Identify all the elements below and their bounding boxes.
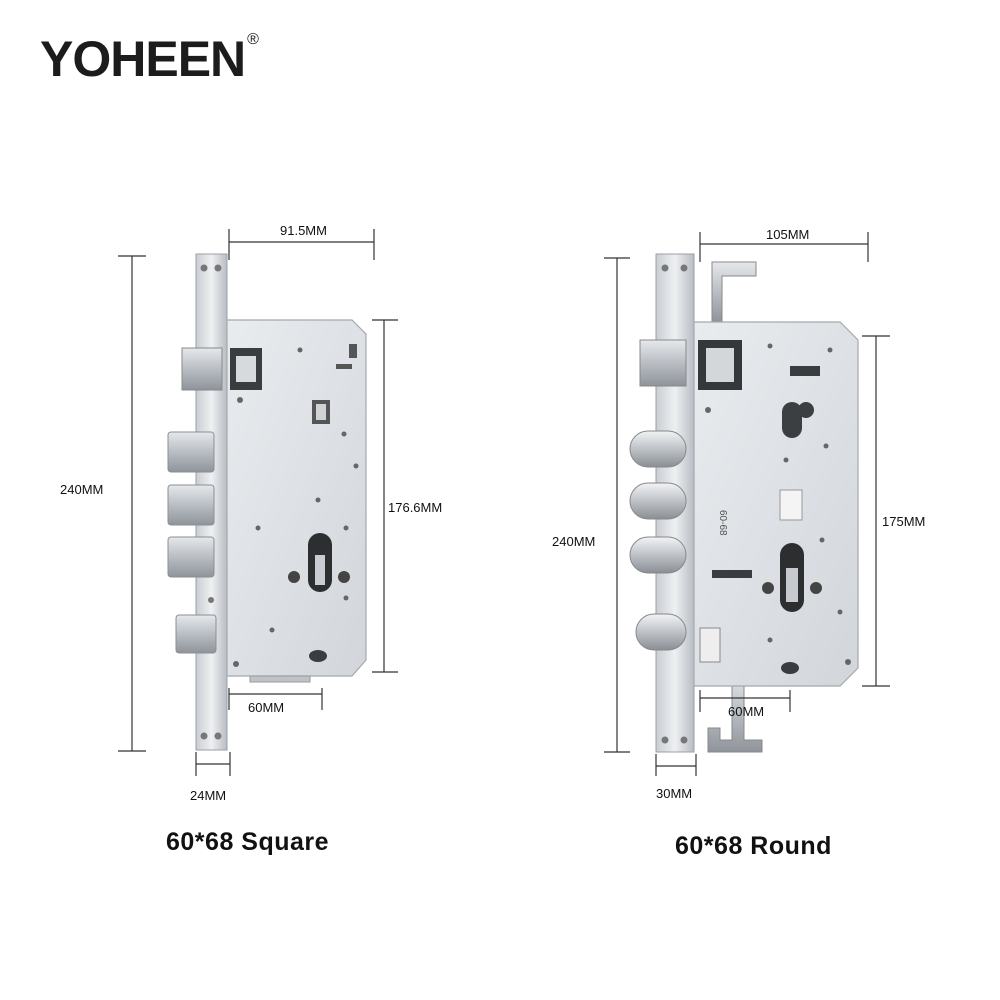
- lock-body: [226, 319, 367, 677]
- latch-bolt: [181, 347, 223, 391]
- round-deadbolt: [629, 430, 687, 468]
- dim-faceplate-width: 24MM: [190, 788, 226, 803]
- deadbolt: [167, 431, 215, 473]
- dim-backset: 60MM: [248, 700, 284, 715]
- deadbolt: [167, 484, 215, 526]
- brand-name: YOHEEN: [40, 31, 246, 87]
- top-rod-hook: [711, 261, 757, 323]
- deadbolt: [167, 536, 215, 578]
- round-dimensions: [604, 232, 890, 776]
- dim-faceplate-width: 30MM: [656, 786, 692, 801]
- deadbolt: [175, 614, 217, 654]
- caption-square: 60*68 Square: [166, 828, 330, 856]
- dim-body-width: 91.5MM: [280, 223, 327, 238]
- caption-round: 60*68 Round: [675, 832, 832, 860]
- dim-body-height: 176.6MM: [388, 500, 442, 515]
- latch-bolt: [639, 339, 687, 387]
- round-deadbolt: [629, 482, 687, 520]
- round-deadbolt: [629, 536, 687, 574]
- square-lock: [167, 253, 367, 751]
- dim-body-height: 175MM: [882, 514, 925, 529]
- square-dimensions: [118, 229, 398, 776]
- lock-body: [693, 321, 859, 687]
- dim-total-height: 240MM: [552, 534, 595, 549]
- dim-total-height: 240MM: [60, 482, 103, 497]
- registered-mark: ®: [247, 31, 259, 48]
- dim-body-width: 105MM: [766, 227, 809, 242]
- bottom-rod-hook: [707, 671, 763, 753]
- svg-text:60-68: 60-68: [717, 510, 728, 536]
- round-deadbolt: [635, 613, 687, 651]
- dim-backset: 60MM: [728, 704, 764, 719]
- brand-logo: YOHEEN®: [40, 31, 259, 87]
- round-lock: 60-68: [629, 253, 859, 753]
